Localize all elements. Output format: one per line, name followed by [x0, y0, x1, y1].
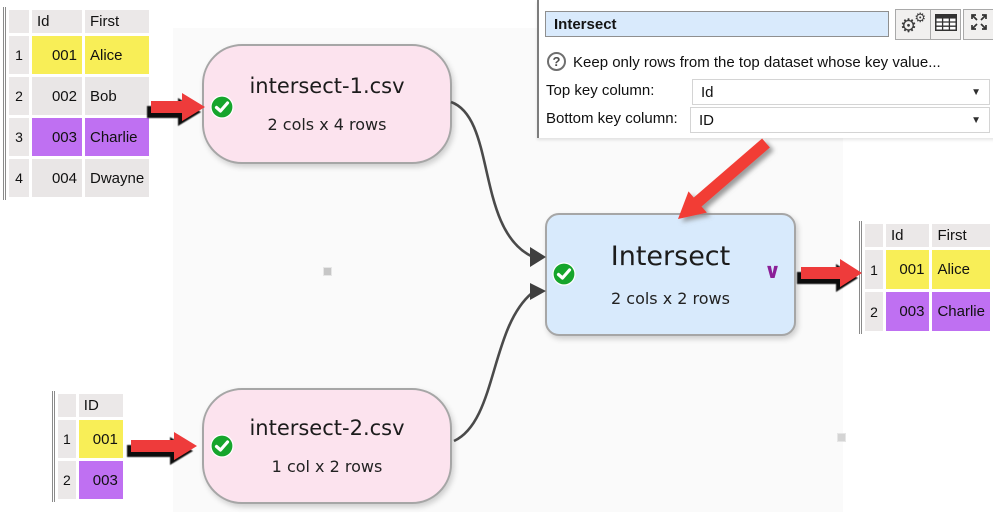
table-row: 2 002 Bob [9, 77, 150, 115]
table-icon [934, 13, 957, 36]
table-row: 1 001 Alice [865, 250, 990, 289]
cell-first: Alice [85, 36, 150, 74]
status-ok-icon [552, 262, 576, 286]
column-header: Id [885, 224, 930, 247]
column-header: First [85, 10, 150, 33]
node-intersect[interactable]: Intersect 2 cols x 2 rows ∨ [545, 213, 796, 336]
table-header-row: Id First [9, 10, 150, 33]
cell-first: Bob [85, 77, 150, 115]
table-corner-cell [865, 224, 883, 247]
table-corner-cell [58, 394, 76, 417]
table-row: 1 001 Alice [9, 36, 150, 74]
selected-value: Id [701, 83, 714, 101]
table-row: 1 001 [58, 420, 123, 458]
row-number: 2 [865, 292, 883, 331]
help-icon[interactable]: ? [547, 52, 566, 71]
expand-icon [969, 12, 989, 37]
transform-settings-panel: ⚙ ⚙ ? Keep only rows from the top datase… [537, 0, 993, 138]
canvas-grid-dot [837, 433, 846, 442]
cell-first: Dwayne [85, 159, 150, 197]
node-size-label: 1 col x 2 rows [271, 457, 383, 476]
column-header: First [932, 224, 990, 247]
table-header-row: ID [58, 394, 123, 417]
source1-data-table: Id First 1 001 Alice 2 002 Bob 3 003 Cha… [3, 7, 152, 200]
dropdown-caret-icon: ▼ [971, 114, 981, 126]
cell-id: 002 [32, 77, 82, 115]
table-row: 2 003 [58, 461, 123, 499]
column-header: Id [32, 10, 82, 33]
column-header: ID [78, 394, 123, 417]
table-row: 2 003 Charlie [865, 292, 990, 331]
gear-icon: ⚙ ⚙ [900, 9, 926, 37]
cell-id: 001 [32, 36, 82, 74]
row-number: 1 [58, 420, 76, 458]
result-data-table: Id First 1 001 Alice 2 003 Charlie [859, 221, 993, 334]
row-number: 4 [9, 159, 29, 197]
maximize-button[interactable] [963, 9, 993, 40]
node-intersect-1-csv[interactable]: intersect-1.csv 2 cols x 4 rows [202, 44, 452, 164]
source2-data-table: ID 1 001 2 003 [52, 391, 126, 502]
row-number: 1 [865, 250, 883, 289]
node-intersect-2-csv[interactable]: intersect-2.csv 1 col x 2 rows [202, 388, 452, 504]
settings-button[interactable]: ⚙ ⚙ [895, 9, 931, 40]
row-number: 2 [58, 461, 76, 499]
table-corner-cell [9, 10, 29, 33]
cell-id: 001 [885, 250, 930, 289]
table-row: 4 004 Dwayne [9, 159, 150, 197]
bottom-key-column-select[interactable]: ID ▼ [690, 107, 990, 133]
row-number: 3 [9, 118, 29, 156]
cell-id: 003 [78, 461, 123, 499]
cell-first: Charlie [932, 292, 990, 331]
table-row: 3 003 Charlie [9, 118, 150, 156]
cell-first: Alice [932, 250, 990, 289]
cell-first: Charlie [85, 118, 150, 156]
top-key-column-select[interactable]: Id ▼ [692, 79, 990, 105]
bottom-key-column-label: Bottom key column: [546, 110, 678, 127]
cell-id: 001 [78, 420, 123, 458]
node-size-label: 2 cols x 4 rows [267, 115, 387, 134]
node-name-input[interactable] [545, 11, 889, 37]
transform-description: Keep only rows from the top dataset whos… [573, 54, 941, 71]
row-number: 1 [9, 36, 29, 74]
table-header-row: Id First [865, 224, 990, 247]
status-ok-icon [210, 95, 234, 119]
cell-id: 003 [32, 118, 82, 156]
dropdown-caret-icon: ▼ [971, 86, 981, 98]
selected-value: ID [699, 111, 714, 129]
node-title: Intersect [610, 241, 731, 272]
row-number: 2 [9, 77, 29, 115]
show-table-button[interactable] [930, 9, 961, 40]
chevron-down-icon[interactable]: ∨ [763, 259, 781, 283]
node-title: intersect-1.csv [249, 74, 405, 98]
top-key-column-label: Top key column: [546, 82, 655, 99]
cell-id: 004 [32, 159, 82, 197]
canvas-grid-dot [323, 267, 332, 276]
status-ok-icon [210, 434, 234, 458]
node-size-label: 2 cols x 2 rows [611, 289, 730, 308]
node-title: intersect-2.csv [249, 416, 405, 440]
cell-id: 003 [885, 292, 930, 331]
